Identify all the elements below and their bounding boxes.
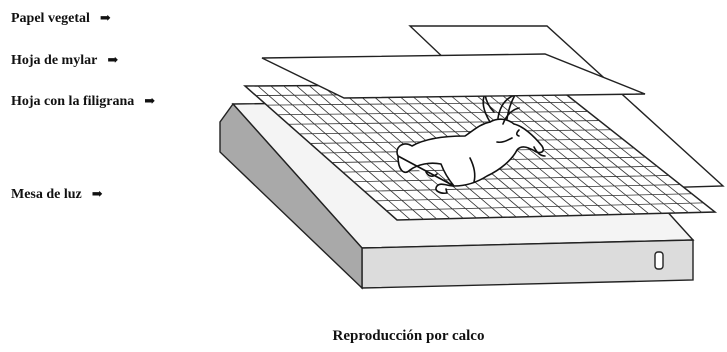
goat-watermark-icon — [396, 93, 546, 194]
label-mesa-de-luz-text: Mesa de luz — [11, 187, 82, 202]
label-hoja-de-mylar: Hoja de mylar ➡ — [11, 52, 118, 69]
mylar-sheet — [261, 53, 646, 99]
grid-line — [386, 202, 704, 211]
grid-line — [364, 184, 681, 192]
grid-line — [353, 175, 669, 183]
light-table-front — [361, 239, 694, 289]
label-papel-vegetal-text: Papel vegetal — [11, 11, 90, 26]
light-switch-icon — [654, 251, 664, 270]
light-table-side — [219, 102, 363, 290]
label-hoja-con-la-filigrana: Hoja con la filigrana ➡ — [11, 93, 155, 110]
grid-line — [266, 101, 577, 106]
grid-line — [288, 120, 600, 125]
caption: Reproducción por calco — [332, 328, 485, 344]
arrow-icon: ➡ — [144, 93, 156, 108]
label-papel-vegetal: Papel vegetal ➡ — [11, 10, 111, 27]
grid-line — [375, 193, 692, 202]
grid-line — [277, 111, 588, 116]
arrow-icon: ➡ — [99, 10, 111, 25]
arrow-icon: ➡ — [91, 186, 103, 201]
grid-line — [299, 129, 611, 135]
label-hoja-de-mylar-text: Hoja de mylar — [11, 53, 98, 68]
label-mesa-de-luz: Mesa de luz ➡ — [11, 186, 103, 203]
label-hoja-filigrana-text: Hoja con la filigrana — [11, 94, 135, 109]
arrow-icon: ➡ — [107, 52, 119, 67]
